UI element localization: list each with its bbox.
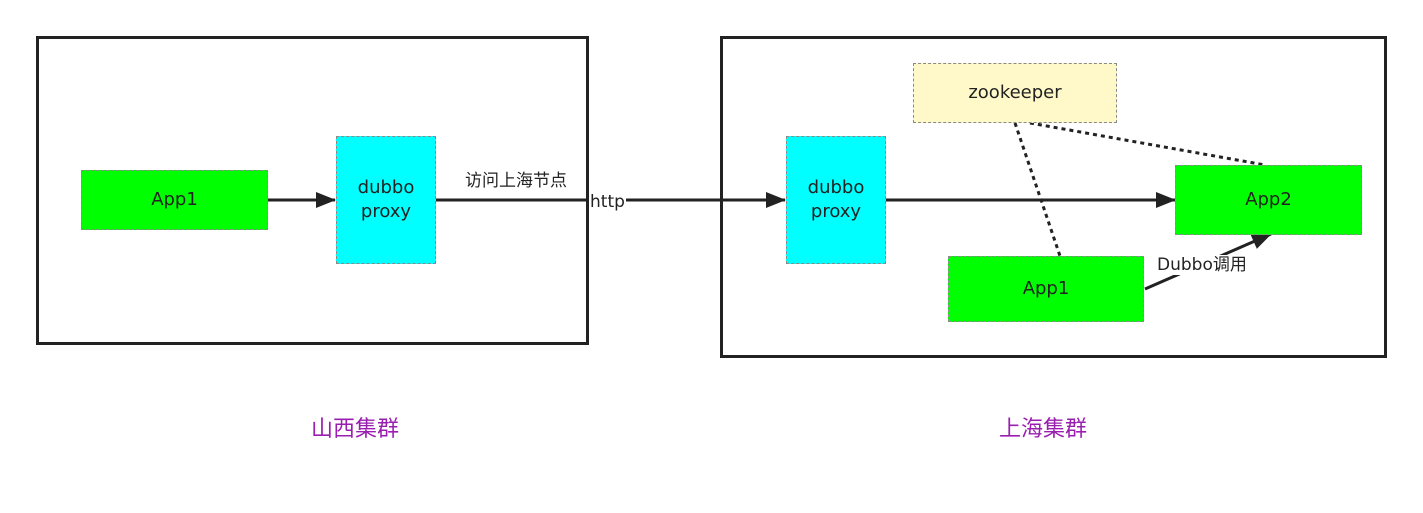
shanxi-app1-label: App1 (151, 189, 198, 210)
shanxi-dubbo-proxy-label: dubbo proxy (357, 177, 415, 222)
shanghai-app1-node[interactable]: App1 (948, 256, 1144, 322)
shanxi-cluster-caption: 山西集群 (311, 417, 400, 442)
app2-label: App2 (1245, 189, 1292, 210)
zookeeper-node[interactable]: zookeeper (913, 63, 1117, 123)
shanxi-app1-node[interactable]: App1 (81, 170, 268, 230)
http-label: http (589, 192, 626, 212)
shanxi-dubbo-proxy-node[interactable]: dubbo proxy (336, 136, 436, 264)
shanghai-dubbo-proxy-node[interactable]: dubbo proxy (786, 136, 886, 264)
shanghai-cluster-caption: 上海集群 (999, 417, 1088, 442)
shanghai-dubbo-proxy-label: dubbo proxy (807, 177, 865, 222)
shanghai-app1-label: App1 (1022, 278, 1070, 299)
visit-shanghai-label: 访问上海节点 (465, 171, 567, 191)
zookeeper-label: zookeeper (968, 82, 1062, 103)
dubbo-call-label: Dubbo调用 (1155, 255, 1249, 275)
app2-node[interactable]: App2 (1175, 165, 1362, 235)
